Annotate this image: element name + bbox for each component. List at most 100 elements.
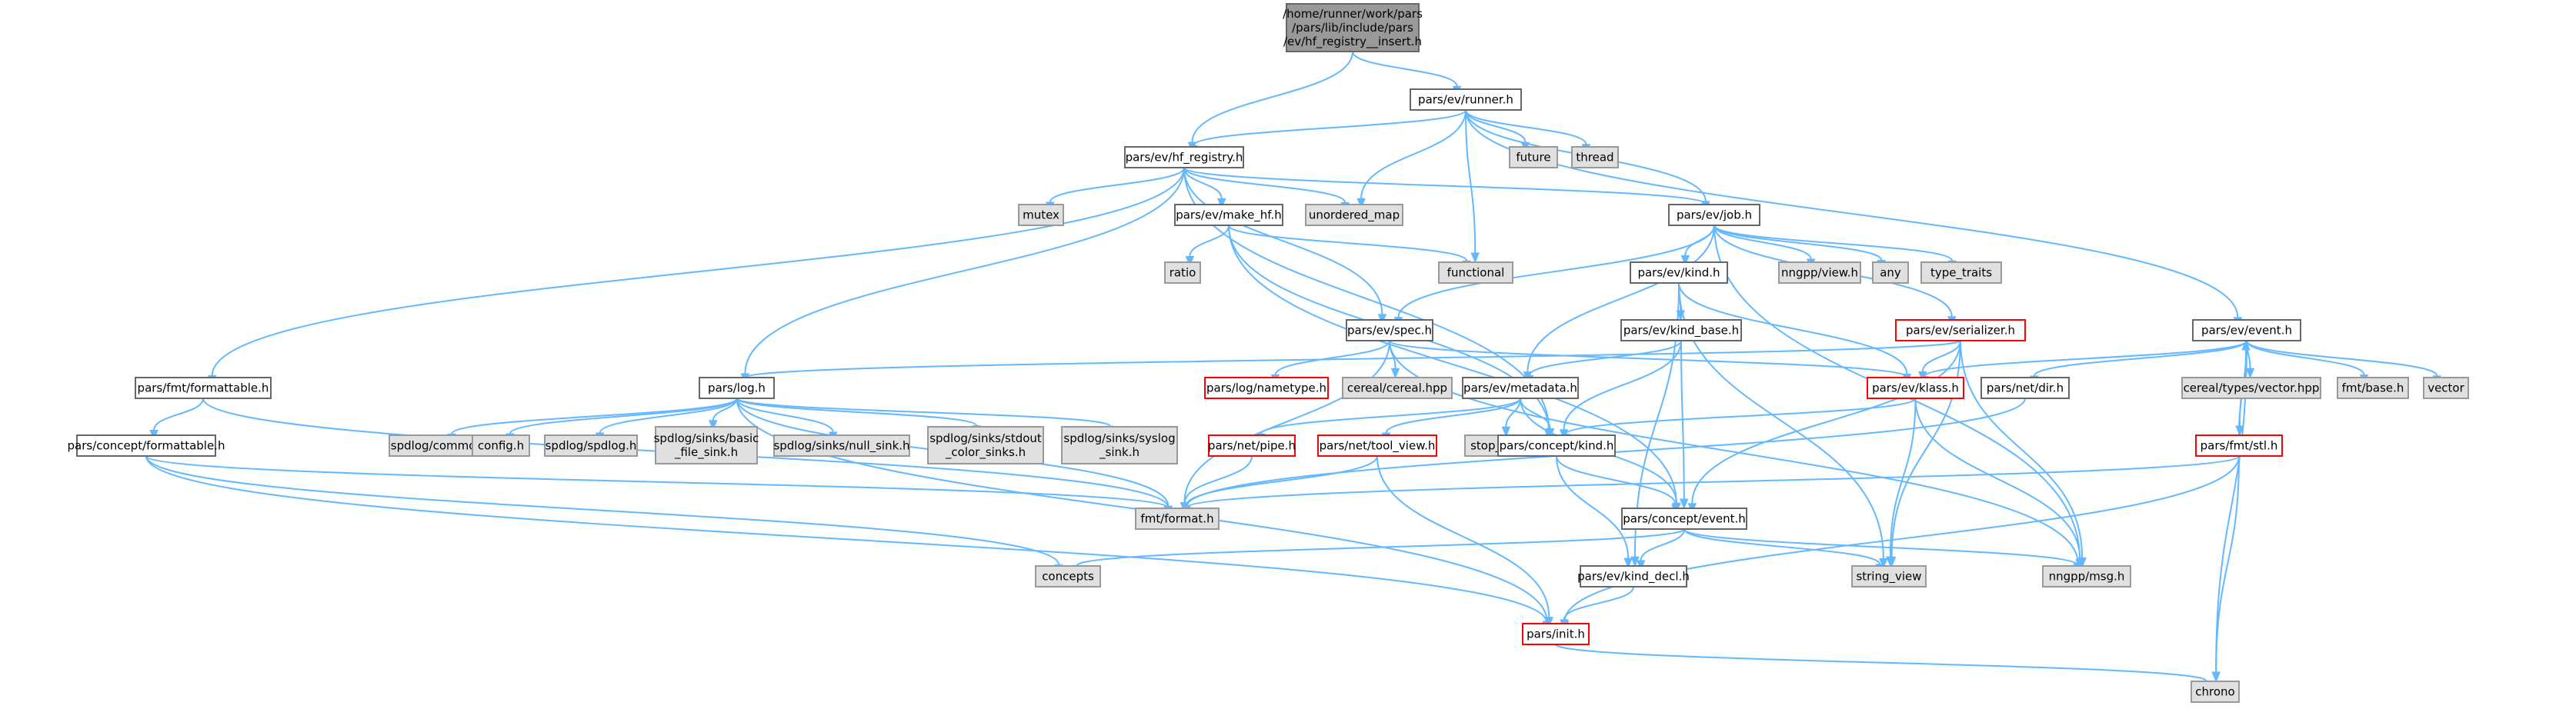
node-conceptformattable[interactable]: pars/concept/formattable.h bbox=[68, 434, 225, 457]
node-box bbox=[655, 426, 758, 464]
node-label: type_traits bbox=[1930, 266, 1992, 281]
node-ratio[interactable]: ratio bbox=[1164, 261, 1201, 284]
edge-line bbox=[2033, 340, 2247, 377]
node-box bbox=[2423, 377, 2469, 399]
node-label: pars/ev/metadata.h bbox=[1463, 381, 1577, 395]
node-box bbox=[699, 377, 775, 399]
edge-conceptformattable-to-concepts bbox=[145, 455, 1063, 575]
edges-layer bbox=[145, 51, 2441, 691]
node-mutex[interactable]: mutex bbox=[1018, 204, 1064, 226]
node-makehf[interactable]: pars/ev/make_hf.h bbox=[1174, 204, 1283, 226]
node-serializer[interactable]: pars/ev/serializer.h bbox=[1895, 319, 2026, 341]
node-box bbox=[1522, 623, 1590, 645]
node-hfreg[interactable]: pars/ev/hf_registry.h bbox=[1124, 146, 1244, 168]
edge-line bbox=[1691, 340, 1961, 504]
node-event[interactable]: pars/ev/event.h bbox=[2192, 319, 2301, 341]
node-type_traits[interactable]: type_traits bbox=[1920, 261, 2002, 284]
node-kindh[interactable]: pars/ev/kind.h bbox=[1630, 261, 1728, 284]
node-label: fmt/format.h bbox=[1140, 512, 1213, 526]
node-fmtformat[interactable]: fmt/format.h bbox=[1135, 508, 1220, 530]
node-kinddecl[interactable]: pars/ev/kind_decl.h bbox=[1577, 565, 1690, 588]
node-label: pars/ev/klass.h bbox=[1872, 381, 1959, 395]
node-init[interactable]: pars/init.h bbox=[1522, 623, 1590, 645]
node-fmtstl[interactable]: pars/fmt/stl.h bbox=[2195, 434, 2283, 457]
node-nullsink[interactable]: spdlog/sinks/null_sink.h bbox=[773, 434, 910, 457]
node-syslogsink[interactable]: spdlog/sinks/syslog_sink.h bbox=[1061, 426, 1178, 464]
edge-arrowhead bbox=[1356, 198, 1366, 209]
edge-line bbox=[1556, 455, 1677, 505]
edge-line bbox=[1921, 340, 1961, 372]
node-runner[interactable]: pars/ev/runner.h bbox=[1410, 88, 1522, 111]
node-fmtbase[interactable]: fmt/base.h bbox=[2337, 377, 2409, 399]
edge-line bbox=[1563, 586, 1634, 621]
node-root[interactable]: /home/runner/work/pars/pars/lib/include/… bbox=[1283, 3, 1423, 52]
node-any[interactable]: any bbox=[1872, 261, 1909, 284]
node-concepts[interactable]: concepts bbox=[1035, 565, 1101, 588]
node-box bbox=[2181, 377, 2321, 399]
edge-arrowhead bbox=[2211, 671, 2221, 683]
node-conceptkind[interactable]: pars/concept/kind.h bbox=[1497, 434, 1616, 457]
node-spec[interactable]: pars/ev/spec.h bbox=[1346, 319, 1433, 341]
node-stringview[interactable]: string_view bbox=[1851, 565, 1927, 588]
node-cereal[interactable]: cereal/cereal.hpp bbox=[1342, 377, 1453, 399]
node-vector[interactable]: vector bbox=[2423, 377, 2469, 399]
edge-arrowhead bbox=[1217, 198, 1226, 209]
node-metadata[interactable]: pars/ev/metadata.h bbox=[1462, 377, 1579, 399]
node-future[interactable]: future bbox=[1509, 146, 1558, 168]
node-basicfile[interactable]: spdlog/sinks/basic_file_sink.h bbox=[654, 426, 759, 464]
node-label: pars/ev/event.h bbox=[2201, 324, 2292, 338]
node-nngview[interactable]: nngpp/view.h bbox=[1778, 261, 1861, 284]
node-netpipe[interactable]: pars/net/pipe.h bbox=[1208, 434, 1296, 457]
node-label: spdlog/sinks/stdout bbox=[929, 431, 1042, 445]
node-toolview[interactable]: pars/net/tool_view.h bbox=[1317, 434, 1437, 457]
node-spdlog[interactable]: spdlog/spdlog.h bbox=[544, 434, 638, 457]
edge-line bbox=[1228, 225, 1677, 504]
node-label: unordered_map bbox=[1309, 208, 1400, 223]
node-label: thread bbox=[1576, 151, 1613, 165]
node-nngmsg[interactable]: nngpp/msg.h bbox=[2042, 565, 2131, 588]
node-config[interactable]: config.h bbox=[472, 434, 530, 457]
edge-runner-to-functional bbox=[1465, 109, 1480, 264]
edge-line bbox=[744, 167, 1185, 374]
edge-init-to-chrono bbox=[1555, 644, 2211, 691]
node-label: nngpp/msg.h bbox=[2049, 570, 2125, 584]
edge-line bbox=[145, 455, 1548, 623]
node-kindbase[interactable]: pars/ev/kind_base.h bbox=[1620, 319, 1742, 341]
node-label: pars/ev/make_hf.h bbox=[1176, 208, 1282, 223]
node-netdir[interactable]: pars/net/dir.h bbox=[1980, 377, 2070, 399]
node-log[interactable]: pars/log.h bbox=[699, 377, 775, 399]
edge-conceptformattable-to-init bbox=[145, 455, 1551, 633]
edge-conceptevent-to-kinddecl bbox=[1636, 528, 1685, 571]
node-cerealvector[interactable]: cereal/types/vector.hpp bbox=[2181, 377, 2321, 399]
node-label: chrono bbox=[2195, 685, 2234, 699]
node-chrono[interactable]: chrono bbox=[2191, 681, 2240, 703]
edge-line bbox=[599, 398, 738, 434]
node-label: /pars/lib/include/pars bbox=[1292, 21, 1413, 35]
node-box bbox=[1509, 146, 1558, 168]
node-stdoutsink[interactable]: spdlog/sinks/stdout_color_sinks.h bbox=[927, 426, 1044, 464]
node-unordered_map[interactable]: unordered_map bbox=[1305, 204, 1403, 226]
edge-line bbox=[1183, 455, 1253, 504]
edge-line bbox=[1563, 340, 1682, 430]
node-functional[interactable]: functional bbox=[1438, 261, 1513, 284]
node-conceptevent[interactable]: pars/concept/event.h bbox=[1621, 508, 1747, 530]
node-label: pars/concept/formattable.h bbox=[68, 439, 225, 453]
edge-netdir-to-fmtformat bbox=[1182, 398, 2026, 518]
node-lognametype[interactable]: pars/log/nametype.h bbox=[1204, 377, 1329, 399]
edge-hfreg-to-log bbox=[740, 167, 1185, 384]
node-thread[interactable]: thread bbox=[1571, 146, 1619, 168]
node-fmtformattable[interactable]: pars/fmt/formattable.h bbox=[135, 377, 272, 399]
node-box bbox=[1286, 3, 1420, 52]
edge-line bbox=[1183, 167, 1223, 199]
node-klass[interactable]: pars/ev/klass.h bbox=[1867, 377, 1964, 399]
node-box bbox=[1035, 565, 1101, 588]
node-label: pars/log.h bbox=[708, 381, 766, 395]
edge-fmtformattable-to-conceptformattable bbox=[149, 398, 204, 441]
edge-line bbox=[1376, 455, 1550, 617]
edge-toolview-to-init bbox=[1376, 455, 1554, 628]
node-label: /ev/hf_registry__insert.h bbox=[1283, 35, 1422, 49]
node-label: future bbox=[1516, 151, 1550, 165]
edge-klass-to-stringview bbox=[1886, 398, 1917, 568]
node-job[interactable]: pars/ev/job.h bbox=[1668, 204, 1760, 226]
edge-log-to-basicfile bbox=[709, 398, 738, 431]
